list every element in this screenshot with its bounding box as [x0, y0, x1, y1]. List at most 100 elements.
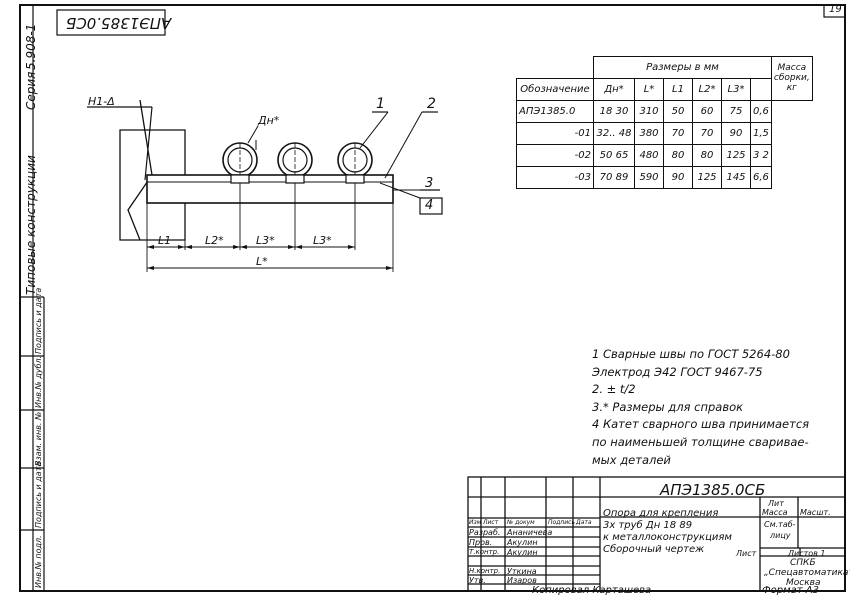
cell-dn: 50 65 — [593, 143, 635, 167]
cell-l: 380 — [634, 121, 664, 145]
sheet-label: Лист — [736, 549, 757, 558]
mass-value: См.таб- — [764, 520, 796, 529]
head-izm: Изм — [469, 519, 482, 526]
org-line-3: Москва — [786, 578, 821, 588]
dim-l3a-label: L3* — [256, 234, 275, 247]
col-scale-label: Масшт. — [800, 508, 831, 517]
title-line-4: Сборочный чертеж — [603, 544, 705, 555]
mirrored-stamp-box — [56, 9, 166, 36]
weld-leader — [144, 106, 153, 181]
position-2-label: 2 — [427, 96, 436, 112]
dim-l3b-label: L3* — [313, 234, 332, 247]
cell-l1: 50 — [663, 99, 693, 123]
header-group: Размеры в мм — [593, 56, 772, 79]
cell-dn: 70 89 — [593, 165, 635, 189]
title-block-grid — [467, 476, 846, 592]
dim-l1-label: L1 — [158, 234, 172, 247]
position-4-label: 4 — [425, 198, 434, 213]
cell-mass: 6,6 — [750, 165, 772, 189]
table-row: АПЭ1385.0 18 30 310 50 60 75 0,6 — [516, 99, 813, 123]
note-4: 4 Катет сварного шва принимается — [592, 417, 810, 432]
position-1-label: 1 — [376, 96, 385, 112]
table-row: -03 70 89 590 90 125 145 6,6 — [516, 165, 813, 189]
cell-l3: 125 — [721, 143, 751, 167]
title-line-2: 3х труб Дн 18 89 — [603, 520, 693, 531]
cell-l: 590 — [634, 165, 664, 189]
table-corner — [517, 57, 594, 79]
cell-mass: 3 2 — [750, 143, 772, 167]
cell-l1: 90 — [663, 165, 693, 189]
binding-sign-date: Подпись и дата — [34, 287, 43, 354]
cell-l1: 70 — [663, 121, 693, 145]
cell-mass: 0,6 — [750, 99, 772, 123]
dimension-arrows — [147, 245, 393, 270]
dim-l-label: L* — [256, 255, 268, 268]
org-line-2: „Спецавтоматика“ — [764, 568, 850, 578]
name-norm-control: Уткина — [507, 567, 537, 576]
role-approved: Утв. — [469, 576, 486, 585]
table-row: -02 50 65 480 80 80 125 3 2 — [516, 143, 813, 167]
sheet-number-box — [823, 4, 846, 18]
series-value: 5.908-1 — [24, 23, 38, 70]
note-1: 1 Сварные швы по ГОСТ 5264-80 — [592, 347, 790, 361]
pos4-leader — [379, 182, 421, 199]
pipe-clamp-3 — [337, 142, 373, 184]
cell-l3: 75 — [721, 99, 751, 123]
pipe-clamp-2 — [277, 142, 313, 184]
name-approved: Изаров — [507, 576, 537, 585]
role-checked: Пров. — [469, 538, 493, 547]
binding-sign-date-2: Подпись и дата — [34, 461, 43, 528]
head-sign: Подпись — [548, 519, 575, 526]
cell-designation: АПЭ1385.0 — [516, 99, 594, 123]
cell-dn: 18 30 — [593, 99, 635, 123]
role-developer: Разраб. — [469, 528, 501, 537]
sheets-label: Листов 1 — [788, 549, 826, 558]
col-designation: Обозначение — [516, 77, 594, 101]
pos4-box — [419, 197, 443, 215]
mass-value-2: лицу — [770, 531, 791, 540]
pos2-leader — [384, 111, 423, 179]
support-break-line — [127, 99, 153, 241]
dn-label: Дн* — [258, 114, 280, 127]
note-2: 2. ± t/2 — [592, 382, 636, 397]
cell-mass: 1,5 — [750, 121, 772, 145]
dim-l2-label: L2* — [205, 234, 224, 247]
col-l2: L2* — [692, 77, 722, 101]
head-date: Дата — [576, 519, 592, 526]
extension-lines — [146, 183, 394, 272]
note-4-end: мых деталей — [592, 452, 671, 467]
col-l1: L1 — [663, 77, 693, 101]
series-label: Серия — [24, 71, 38, 110]
pos1-leader — [359, 111, 389, 149]
copied-by: Копировал Карташева — [532, 585, 652, 596]
name-checked: Акулин — [507, 538, 538, 547]
role-norm-control: Н.контр. — [469, 567, 501, 575]
dimension-lines — [147, 246, 393, 269]
col-l: L* — [634, 77, 664, 101]
title-line-1: Опора для крепления — [603, 508, 719, 519]
typical-label: Типовые конструкции — [24, 155, 38, 295]
cell-l: 310 — [634, 99, 664, 123]
format-label: Формат А3 — [762, 585, 819, 596]
cell-l2: 70 — [692, 121, 722, 145]
technical-notes: 1 Сварные швы по ГОСТ 5264-80 Электрод Э… — [592, 346, 809, 469]
header-mass: Масса сборки, кг — [770, 56, 813, 101]
note-1-cont: Электрод Э42 ГОСТ 9467-75 — [592, 364, 763, 379]
cell-designation: -01 — [516, 121, 594, 145]
cell-l3: 145 — [721, 165, 751, 189]
cell-l2: 80 — [692, 143, 722, 167]
note-3: 3.* Размеры для справок — [592, 399, 744, 414]
cell-l3: 90 — [721, 121, 751, 145]
cell-l1: 80 — [663, 143, 693, 167]
binding-inv-podl: Инв.№ подл. — [34, 535, 43, 588]
col-lit-label: Лит — [768, 499, 784, 508]
cell-l2: 125 — [692, 165, 722, 189]
table-row: -01 32.. 48 380 70 70 90 1,5 — [516, 121, 813, 145]
dn-leader — [247, 125, 259, 144]
cell-designation: -03 — [516, 165, 594, 189]
sheet-number: 19 — [829, 4, 842, 15]
col-l3: L3* — [721, 77, 751, 101]
name-tech-control: Акулин — [507, 548, 538, 557]
cell-dn: 32.. 48 — [593, 121, 635, 145]
weld-symbol-label: Н1-Δ — [88, 95, 115, 108]
